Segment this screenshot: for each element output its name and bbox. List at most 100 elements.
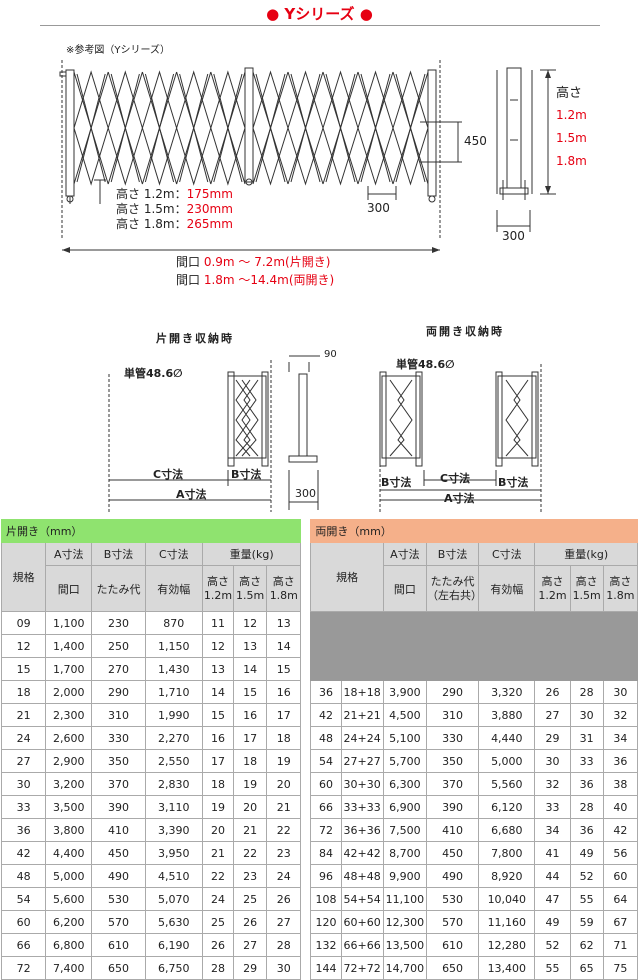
cell-w15: 19 <box>233 772 268 796</box>
cell-w12: 11 <box>201 611 235 635</box>
cell-a: 4,400 <box>45 841 93 865</box>
cell-d-spec-sum: 18+18 <box>340 680 384 704</box>
cell-w12: 25 <box>201 910 235 934</box>
cell-d-spec-sum: 42+42 <box>340 841 384 865</box>
double-b-left-label: B寸法 <box>381 476 412 489</box>
cell-d-w12: 32 <box>534 772 571 796</box>
foot-height-1: 高さ 1.2m：175mm <box>116 187 233 201</box>
height-label: 高さ <box>556 86 583 101</box>
cell-w18: 27 <box>266 910 302 934</box>
cell-d-w15: 59 <box>569 910 604 934</box>
cell-c: 5,070 <box>144 887 203 911</box>
cell-w18: 14 <box>266 634 302 658</box>
cell-w18: 20 <box>266 772 302 796</box>
cell-d-b: 610 <box>425 933 480 957</box>
hdr-weight-double: 重量(kg) <box>534 542 638 566</box>
cell-d-w15: 30 <box>569 703 604 727</box>
cell-c: 2,270 <box>144 726 203 750</box>
double-b-right-label: B寸法 <box>498 476 529 489</box>
cell-w15: 27 <box>233 933 268 957</box>
hdr-weight: 重量(kg) <box>201 542 302 566</box>
cell-w12: 26 <box>201 933 235 957</box>
cell-d-spec: 72 <box>310 818 342 842</box>
cell-d-w18: 36 <box>602 749 639 773</box>
cell-d-spec: 48 <box>310 726 342 750</box>
cell-d-c: 13,400 <box>478 956 536 980</box>
cell-w15: 23 <box>233 864 268 888</box>
cell-d-spec: 120 <box>310 910 342 934</box>
cell-b: 570 <box>91 910 146 934</box>
cell-w18: 18 <box>266 726 302 750</box>
cell-d-w18: 56 <box>602 841 639 865</box>
cell-d-b: 490 <box>425 864 480 888</box>
cell-d-a: 12,300 <box>382 910 427 934</box>
cell-d-w12: 47 <box>534 887 571 911</box>
cell-c: 1,430 <box>144 657 203 681</box>
cell-d-a: 3,900 <box>382 680 427 704</box>
cell-d-w18: 34 <box>602 726 639 750</box>
cell-w18: 21 <box>266 795 302 819</box>
cell-d-spec: 108 <box>310 887 342 911</box>
hdr-c: C寸法 <box>144 542 203 566</box>
cell-d-spec-sum: 60+60 <box>340 910 384 934</box>
cell-w15: 13 <box>233 634 268 658</box>
cell-spec: 36 <box>0 818 47 842</box>
cell-w15: 12 <box>233 611 268 635</box>
cell-d-w15: 36 <box>569 772 604 796</box>
cell-d-a: 9,900 <box>382 864 427 888</box>
cell-b: 290 <box>91 680 146 704</box>
cell-d-w12: 26 <box>534 680 571 704</box>
cell-d-a: 6,300 <box>382 772 427 796</box>
cell-w12: 20 <box>201 818 235 842</box>
cell-d-spec: 36 <box>310 680 342 704</box>
cell-d-w15: 62 <box>569 933 604 957</box>
cell-d-b: 350 <box>425 749 480 773</box>
cell-d-spec-sum: 48+48 <box>340 864 384 888</box>
cell-w18: 16 <box>266 680 302 704</box>
cell-w12: 12 <box>201 634 235 658</box>
cell-w18: 19 <box>266 749 302 773</box>
cell-d-w15: 33 <box>569 749 604 773</box>
cell-d-spec-sum: 24+24 <box>340 726 384 750</box>
cell-w18: 24 <box>266 864 302 888</box>
cell-d-c: 7,800 <box>478 841 536 865</box>
cell-d-w15: 36 <box>569 818 604 842</box>
hdr-a-sub-double: 間口 <box>382 565 427 612</box>
cell-b: 450 <box>91 841 146 865</box>
cell-c: 1,150 <box>144 634 203 658</box>
hdr-h15: 高さ1.5m <box>233 565 268 612</box>
cell-d-b: 290 <box>425 680 480 704</box>
cell-d-c: 12,280 <box>478 933 536 957</box>
cell-d-w12: 44 <box>534 864 571 888</box>
cell-a: 2,600 <box>45 726 93 750</box>
cell-w18: 30 <box>266 956 302 980</box>
cell-d-w18: 32 <box>602 703 639 727</box>
cell-d-spec-sum: 72+72 <box>340 956 384 980</box>
cell-b: 270 <box>91 657 146 681</box>
cell-a: 1,400 <box>45 634 93 658</box>
cell-spec: 42 <box>0 841 47 865</box>
cell-d-a: 14,700 <box>382 956 427 980</box>
cell-b: 230 <box>91 611 146 635</box>
hdr-h12: 高さ1.2m <box>201 565 235 612</box>
cell-d-spec: 42 <box>310 703 342 727</box>
cell-c: 2,550 <box>144 749 203 773</box>
double-a-label: A寸法 <box>444 492 475 505</box>
cell-spec: 21 <box>0 703 47 727</box>
single-storage-title: 片開き収納時 <box>156 332 234 345</box>
cell-d-a: 7,500 <box>382 818 427 842</box>
hdr-h18-double: 高さ1.8m <box>602 565 639 612</box>
dimension-lines <box>62 69 556 251</box>
cell-w18: 17 <box>266 703 302 727</box>
dim-450: 450 <box>464 134 487 148</box>
cell-d-b: 330 <box>425 726 480 750</box>
cell-d-c: 10,040 <box>478 887 536 911</box>
cell-d-w15: 55 <box>569 887 604 911</box>
cell-a: 6,200 <box>45 910 93 934</box>
cell-d-w15: 28 <box>569 680 604 704</box>
